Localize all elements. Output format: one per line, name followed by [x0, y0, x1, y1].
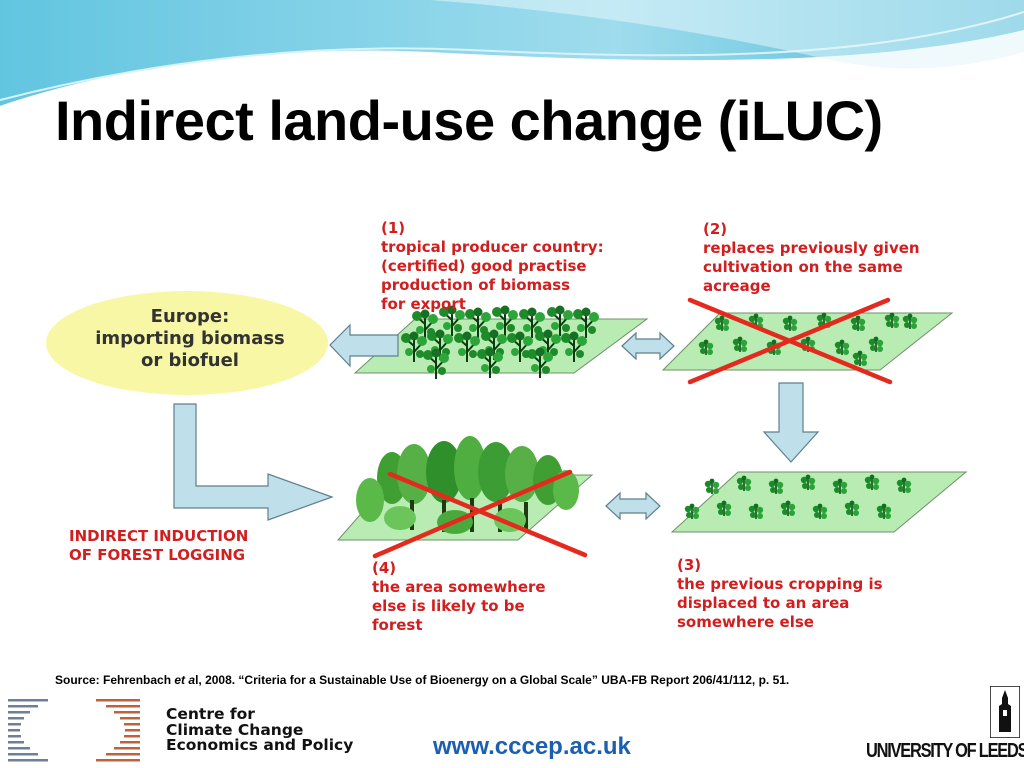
field-4-forest	[356, 436, 579, 534]
field-3	[670, 471, 968, 533]
step-1-label: (1) tropical producer country: (certifie…	[381, 219, 604, 313]
cccep-name: Centre for Climate Change Economics and …	[166, 705, 354, 754]
header-wave-decoration	[0, 0, 1024, 110]
double-arrow-field1-field2	[621, 331, 675, 361]
arrow-field1-to-europe	[329, 323, 399, 368]
step-4-label: (4) the area somewhere else is likely to…	[372, 559, 546, 634]
double-arrow-field4-field3	[605, 491, 661, 521]
website-link[interactable]: www.cccep.ac.uk	[433, 733, 631, 760]
university-of-leeds-wordmark: UNIVERSITY OF LEEDS	[866, 740, 1024, 762]
arrow-field2-to-field3	[762, 382, 820, 463]
europe-label: Europe: importing biomass or biofuel	[95, 306, 285, 371]
leeds-tower-icon	[990, 686, 1020, 738]
cccep-logo-icon	[8, 699, 140, 762]
step-2-label: (2) replaces previously given cultivatio…	[703, 220, 920, 295]
europe-ellipse	[46, 291, 328, 395]
indirect-induction-label: INDIRECT INDUCTION OF FOREST LOGGING	[69, 527, 249, 564]
slide-title: Indirect land-use change (iLUC)	[55, 89, 883, 152]
red-cross-field-2	[687, 297, 893, 385]
arrow-europe-to-forest	[173, 403, 334, 521]
red-cross-field-4	[372, 469, 588, 559]
step-3-label: (3) the previous cropping is displaced t…	[677, 556, 883, 631]
source-citation: Source: Fehrenbach et al, 2008. “Criteri…	[55, 673, 790, 687]
